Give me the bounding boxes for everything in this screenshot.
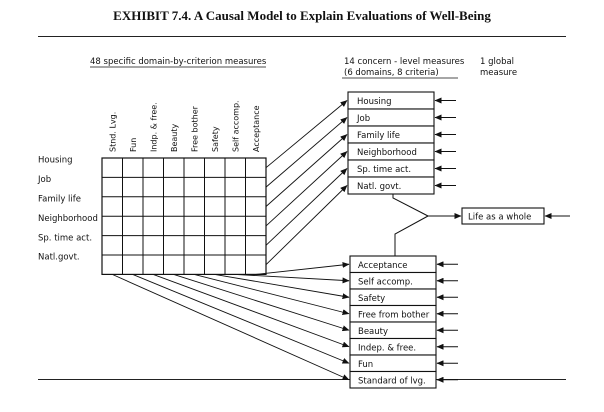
domain-path-arrow xyxy=(265,117,348,188)
domain-label-sp-time-act: Sp. time act. xyxy=(38,233,92,243)
concern-box-family-life: Family life xyxy=(347,125,456,144)
global-box-frame xyxy=(461,207,545,225)
domain-path-arrow xyxy=(265,100,348,169)
concern-box-label: Acceptance xyxy=(358,261,407,271)
measure-grid xyxy=(101,157,267,276)
concern-box-safety: Safety xyxy=(349,288,458,307)
criterion-path-arrow xyxy=(153,273,350,348)
criterion-label-self-accomp: Self accomp. xyxy=(231,100,240,152)
domain-label-natl-govt: Natl.govt. xyxy=(38,253,80,263)
domain-path-arrow xyxy=(265,168,348,246)
criterion-label-free-bother: Free bother xyxy=(190,105,199,152)
concern-box-acceptance: Acceptance xyxy=(349,255,458,274)
concern-box-standard-of-lvg: Standard of lvg. xyxy=(349,370,458,389)
concern-box-label: Standard of lvg. xyxy=(358,377,426,387)
criterion-label-fun: Fun xyxy=(129,138,138,152)
connector-lines xyxy=(112,100,350,381)
concern-box-housing: Housing xyxy=(347,91,456,110)
concern-box-frame xyxy=(349,370,437,389)
criterion-path-arrow xyxy=(214,273,350,300)
criterion-label-safety: Safety xyxy=(211,126,220,152)
concern-box-label: Sp. time act. xyxy=(357,165,411,175)
concern-box-neighborhood: Neighborhood xyxy=(347,142,456,161)
criterion-label-stnd-lvg: Stnd. Lvg. xyxy=(108,112,117,152)
concern-box-sp-time-act: Sp. time act. xyxy=(347,159,456,178)
concern-box-label: Self accomp. xyxy=(358,278,413,288)
domain-label-neighborhood: Neighborhood xyxy=(38,214,98,224)
concern-box-natl-govt: Natl. govt. xyxy=(347,176,456,195)
domain-path-arrow xyxy=(265,151,348,227)
global-measure: Life as a whole xyxy=(392,194,570,256)
criterion-label-indp-free: Indp. & free. xyxy=(149,102,158,152)
concern-box-label: Family life xyxy=(357,131,400,141)
concern-box-label: Housing xyxy=(357,97,392,107)
concern-box-label: Neighborhood xyxy=(357,148,417,158)
top-rule xyxy=(38,36,566,37)
concern-box-free-from-bother: Free from bother xyxy=(349,304,458,323)
global-header-line1: 1 global xyxy=(480,57,514,67)
exhibit-title: EXHIBIT 7.4. A Causal Model to Explain E… xyxy=(113,8,491,23)
concern-header-line1: 14 concern - level measures xyxy=(344,57,465,67)
criteria-labels: Stnd. Lvg. Fun Indp. & free. Beauty Free bot… xyxy=(108,100,261,152)
concern-box-self-accomp: Self accomp. xyxy=(349,271,458,290)
concern-box-label: Beauty xyxy=(358,327,388,337)
criterion-path-arrow xyxy=(112,273,350,381)
domain-path-arrow xyxy=(265,134,348,207)
global-header-line2: measure xyxy=(480,68,517,78)
concern-box-label: Natl. govt. xyxy=(357,182,401,192)
bottom-rule xyxy=(38,379,566,380)
criterion-path-arrow xyxy=(255,261,350,275)
concern-box-label: Fun xyxy=(358,360,373,370)
global-box-label: Life as a whole xyxy=(468,213,531,223)
criterion-to-global-path xyxy=(394,215,429,256)
global-box-life-as-a-whole: Life as a whole xyxy=(461,207,545,225)
domain-label-job: Job xyxy=(37,175,51,185)
concern-header-line2: (6 domains, 8 criteria) xyxy=(344,68,439,78)
criterion-path-arrow xyxy=(132,273,350,364)
concern-box-frame xyxy=(347,176,435,195)
concern-box-label: Safety xyxy=(358,294,385,304)
concern-box-label: Indep. & free. xyxy=(358,344,416,354)
concern-box-fun: Fun xyxy=(349,354,458,373)
concern-box-job: Job xyxy=(347,108,456,127)
criterion-path-arrow xyxy=(194,273,350,316)
concern-box-label: Free from bother xyxy=(358,311,430,321)
domain-to-global-path xyxy=(392,194,429,217)
criterion-label-beauty: Beauty xyxy=(170,123,179,152)
criterion-path-arrow xyxy=(235,273,350,284)
specific-measures-header: 48 specific domain-by-criterion measures xyxy=(90,57,267,67)
concern-box-label: Job xyxy=(356,114,370,124)
criterion-path-arrow xyxy=(173,273,350,332)
concern-box-beauty: Beauty xyxy=(349,321,458,340)
criterion-label-acceptance: Acceptance xyxy=(252,105,261,152)
domain-label-housing: Housing xyxy=(38,156,73,166)
domain-label-family-life: Family life xyxy=(38,195,81,205)
concern-box-indep-free: Indep. & free. xyxy=(349,337,458,356)
domain-path-arrow xyxy=(265,185,348,266)
